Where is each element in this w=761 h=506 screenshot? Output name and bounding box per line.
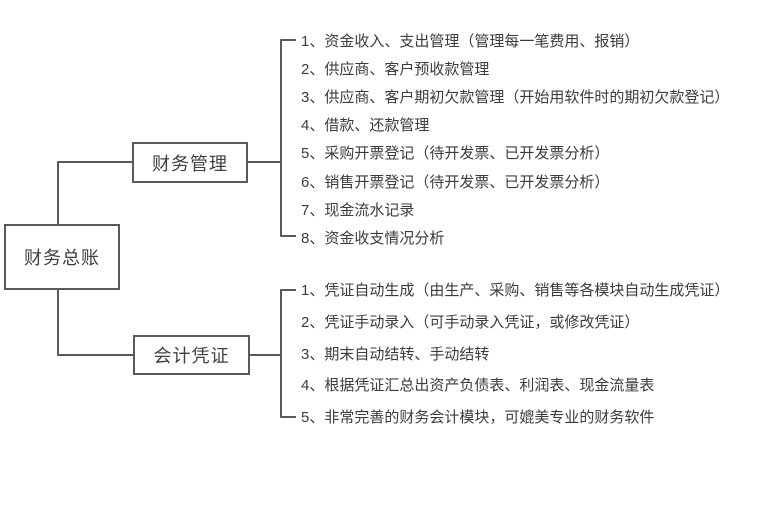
bracket-financial-management: [280, 39, 296, 237]
fm-item-8: 8、资金收支情况分析: [301, 229, 445, 247]
voucher-item-2: 2、凭证手动录入（可手动录入凭证，或修改凭证）: [301, 314, 640, 332]
fm-item-6: 6、销售开票登记（待开发票、已开发票分析）: [301, 173, 610, 191]
voucher-item-4: 4、根据凭证汇总出资产负债表、利润表、现金流量表: [301, 377, 655, 395]
fm-item-3: 3、供应商、客户期初欠款管理（开始用软件时的期初欠款登记）: [301, 88, 730, 106]
branch-accounting-voucher-label: 会计凭证: [153, 346, 230, 366]
fm-item-1: 1、资金收入、支出管理（管理每一笔费用、报销）: [301, 32, 640, 50]
fm-item-7: 7、现金流水记录: [301, 201, 415, 219]
fm-item-4: 4、借款、还款管理: [301, 117, 430, 135]
connector-root-to-financial-management: [57, 161, 132, 224]
voucher-item-3: 3、期末自动结转、手动结转: [301, 345, 490, 363]
branch-financial-management-label: 财务管理: [152, 153, 228, 174]
branch-node-financial-management: 财务管理: [132, 142, 248, 183]
accounting-voucher-item-list: 1、凭证自动生成（由生产、采购、销售等各模块自动生成凭证） 2、凭证手动录入（可…: [301, 274, 729, 432]
branch-node-accounting-voucher: 会计凭证: [133, 335, 250, 375]
financial-management-item-list: 1、资金收入、支出管理（管理每一笔费用、报销） 2、供应商、客户预收款管理 3、…: [301, 26, 729, 252]
voucher-item-1: 1、凭证自动生成（由生产、采购、销售等各模块自动生成凭证）: [301, 282, 730, 300]
voucher-item-5: 5、非常完善的财务会计模块，可媲美专业的财务软件: [301, 409, 655, 427]
bracket-accounting-voucher: [280, 289, 296, 418]
connector-root-to-accounting-voucher: [57, 290, 133, 356]
fm-item-5: 5、采购开票登记（待开发票、已开发票分析）: [301, 145, 610, 163]
root-node-label: 财务总账: [24, 248, 100, 268]
root-node-general-ledger: 财务总账: [4, 224, 120, 290]
fm-item-2: 2、供应商、客户预收款管理: [301, 60, 490, 78]
